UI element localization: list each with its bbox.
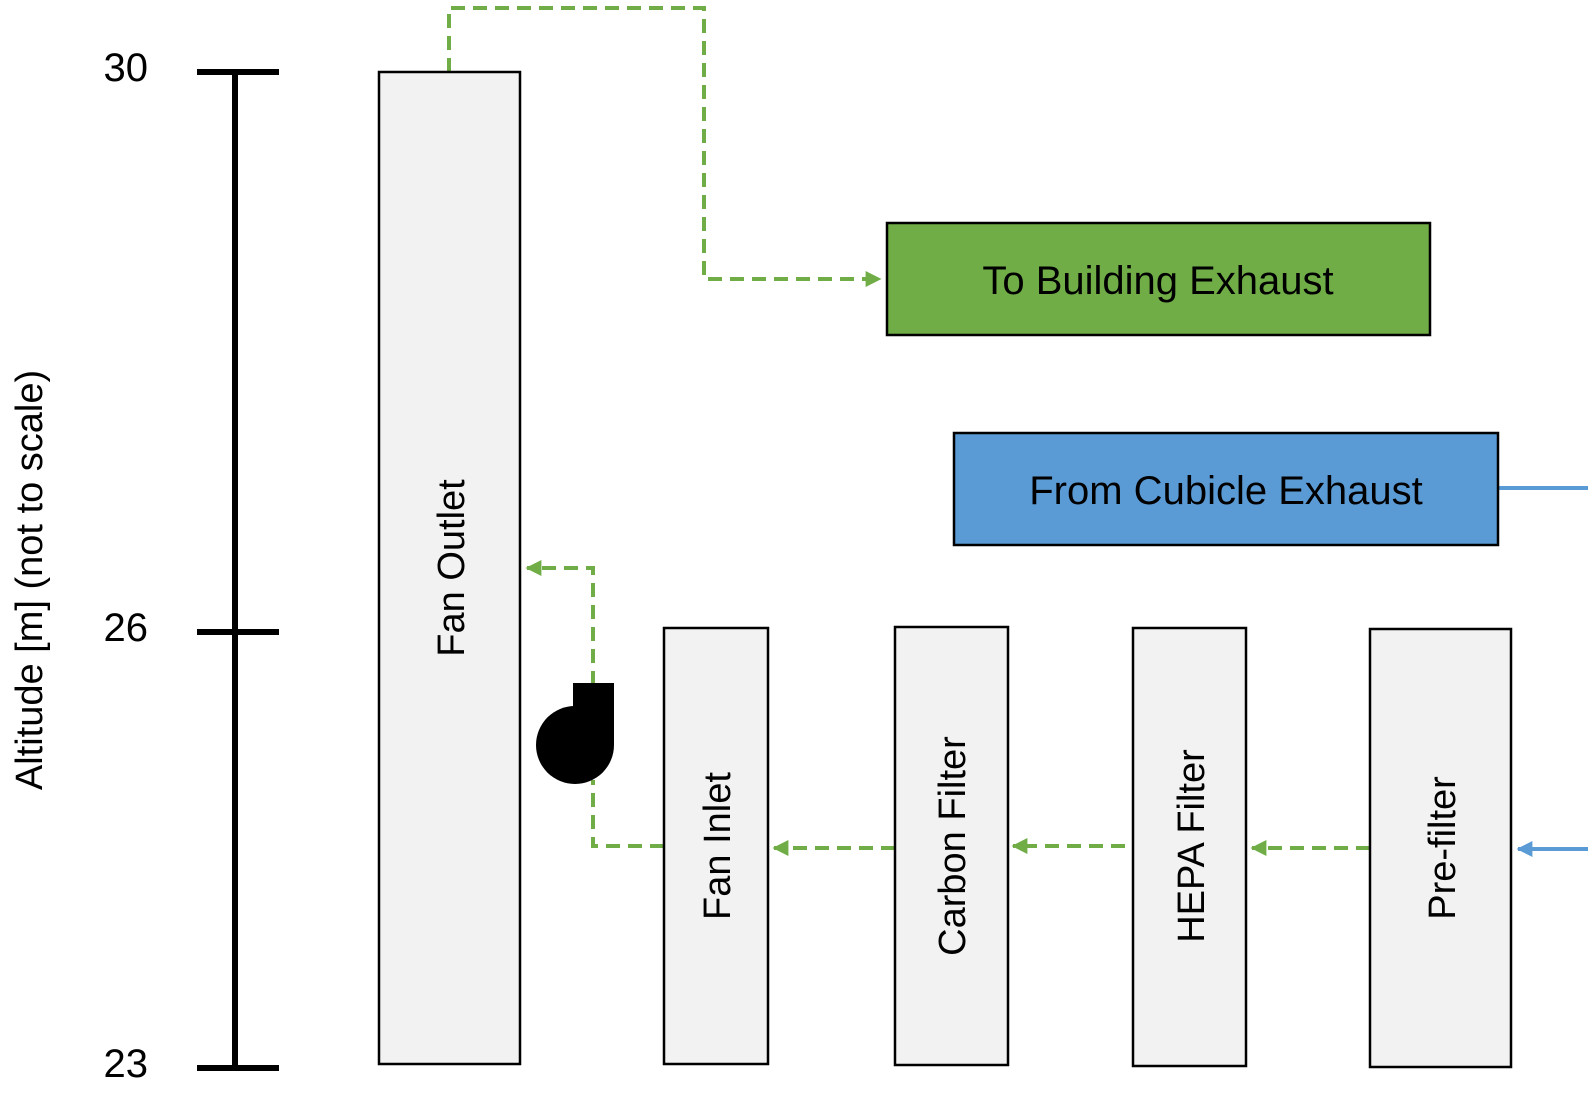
from-cubicle-exhaust-box: From Cubicle Exhaust bbox=[952, 431, 1500, 547]
pre-filter-box: Pre-filter bbox=[1368, 627, 1513, 1069]
fan-outlet-box: Fan Outlet bbox=[377, 70, 522, 1066]
flow-inlet-to-fan bbox=[591, 780, 664, 848]
flow-to-building-exhaust bbox=[447, 6, 882, 287]
fan-outlet-label: Fan Outlet bbox=[431, 479, 473, 657]
axis-tick-label: 30 bbox=[104, 46, 149, 90]
carbon-filter-box: Carbon Filter bbox=[893, 625, 1010, 1067]
fan-inlet-label: Fan Inlet bbox=[697, 772, 739, 920]
pre-filter-label: Pre-filter bbox=[1422, 776, 1464, 920]
carbon-filter-label: Carbon Filter bbox=[932, 736, 974, 956]
from-cubicle-exhaust-label: From Cubicle Exhaust bbox=[1029, 469, 1422, 513]
hepa-filter-label: HEPA Filter bbox=[1171, 749, 1213, 943]
hepa-filter-box: HEPA Filter bbox=[1131, 626, 1248, 1068]
fan-inlet-box: Fan Inlet bbox=[662, 626, 770, 1066]
altitude-axis: 30 26 23 Altitude [m] (not to scale) bbox=[9, 46, 279, 1086]
blue-flow-lines bbox=[1498, 486, 1588, 857]
axis-title: Altitude [m] (not to scale) bbox=[9, 370, 51, 790]
flow-fan-to-outlet bbox=[525, 560, 595, 685]
axis-tick-label: 26 bbox=[104, 606, 149, 650]
axis-tick-label: 23 bbox=[104, 1042, 149, 1086]
fan-blower-icon bbox=[536, 683, 614, 784]
to-building-exhaust-label: To Building Exhaust bbox=[982, 259, 1333, 303]
to-building-exhaust-box: To Building Exhaust bbox=[885, 221, 1432, 337]
green-flow-lines bbox=[447, 6, 1370, 856]
